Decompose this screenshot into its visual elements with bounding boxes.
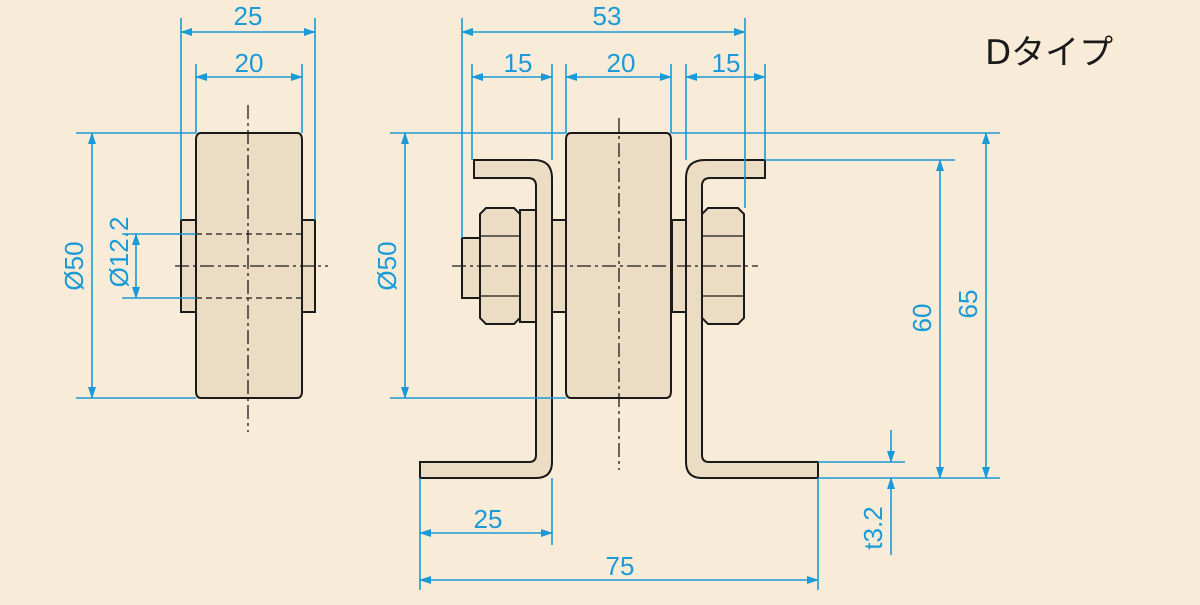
side-view: 25 20 Ø50 Ø12.2	[59, 1, 328, 432]
dim-flange-left-label: 25	[474, 504, 503, 534]
left-bracket	[419, 159, 553, 479]
dim-front-overall-width-label: 53	[593, 1, 622, 31]
front-view: 53 15 20 15 Ø50 60 65	[372, 1, 1000, 590]
dim-left-offset-label: 15	[504, 48, 533, 78]
dim-plate-thickness-label: t3.2	[858, 506, 888, 549]
dim-flange-height-label: 60	[907, 304, 937, 333]
front-wheel	[565, 132, 672, 399]
dim-base-width-label: 75	[606, 551, 635, 581]
side-wheel	[195, 132, 303, 399]
dim-side-wheel-diameter-label: Ø50	[59, 241, 89, 290]
dim-overall-height-label: 65	[953, 290, 983, 319]
drawing-title: Dタイプ	[985, 33, 1113, 73]
dim-side-overall-width-label: 25	[234, 1, 263, 31]
bolt-end	[461, 237, 481, 299]
dim-front-wheel-diameter-label: Ø50	[372, 241, 402, 290]
dim-bore-diameter-label: Ø12.2	[104, 217, 134, 288]
left-nut	[479, 207, 521, 325]
dim-side-wheel-width-label: 20	[235, 48, 264, 78]
dim-front-wheel-width-label: 20	[607, 48, 636, 78]
dim-right-offset-label: 15	[712, 48, 741, 78]
